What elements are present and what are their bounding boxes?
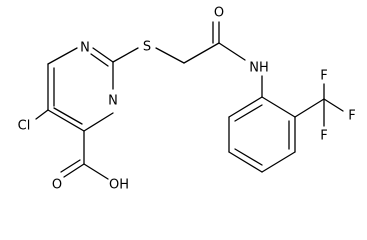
bond-c-f-right: [323, 98, 344, 112]
bond-ch2-c-amide: [183, 42, 220, 64]
bond-ar-a4: [228, 151, 263, 173]
bond-c4-c5-inner: [53, 107, 83, 125]
atom-oh: OH: [109, 178, 129, 193]
atom-o-carbonyl: O: [214, 6, 224, 21]
atom-o-acid: O: [52, 178, 62, 193]
molecule-svg: N N S O NH Cl F F F OH O: [18, 6, 356, 193]
bond-n1-c2: [92, 47, 114, 63]
bond-ar-a3: [261, 151, 296, 173]
atom-n-lower: N: [108, 94, 118, 109]
bond-ar-cf3: [294, 98, 325, 118]
bond-ar-a1: [261, 96, 296, 118]
atom-s: S: [143, 40, 151, 55]
bond-cooh-o: [63, 163, 85, 178]
atom-f-right: F: [348, 109, 355, 124]
bond-cooh-oh: [83, 163, 109, 180]
bond-c5-cl: [35, 109, 49, 120]
bond-ar-a4-inner: [234, 148, 263, 166]
atom-n-upper: N: [80, 41, 90, 56]
bond-c6-n1: [47, 47, 78, 65]
bond-cooh-o-inner: [60, 159, 81, 173]
atom-f-top: F: [320, 69, 327, 84]
bond-n3-c4: [83, 112, 114, 132]
atom-f-bottom: F: [320, 129, 327, 144]
bond-c2-s: [112, 47, 139, 63]
bond-ar-a6-inner: [234, 104, 263, 122]
atom-nh: NH: [249, 61, 269, 76]
structure-diagram: N N S O NH Cl F F F OH O: [18, 6, 356, 193]
bond-c4-c5: [47, 109, 85, 132]
bond-c-amide-n: [218, 42, 246, 61]
bond-s-ch2: [155, 47, 185, 64]
bond-n1-c2-inner: [90, 53, 109, 67]
atom-cl: Cl: [18, 119, 31, 134]
bond-ar-a6: [228, 96, 263, 118]
